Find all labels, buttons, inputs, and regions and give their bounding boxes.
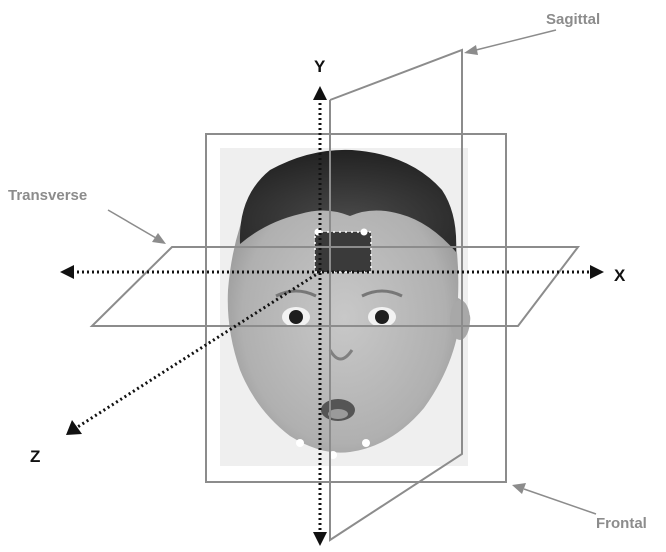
y-axis-arrowhead-negative bbox=[313, 532, 327, 546]
sagittal-label: Sagittal bbox=[546, 11, 600, 28]
sagittal-pointer-arrowhead bbox=[464, 45, 478, 55]
z-axis-label: Z bbox=[30, 447, 40, 466]
frontal-pointer-line bbox=[524, 489, 596, 514]
x-axis-label: X bbox=[614, 266, 626, 285]
transverse-label: Transverse bbox=[8, 187, 87, 204]
frontal-pointer-arrowhead bbox=[512, 483, 526, 494]
right-pupil bbox=[375, 310, 389, 324]
landmark-dot bbox=[296, 439, 304, 447]
y-axis-arrowhead-positive bbox=[313, 86, 327, 100]
landmark-dot bbox=[362, 439, 370, 447]
forehead-sensor bbox=[315, 232, 371, 272]
landmark-dot bbox=[361, 229, 368, 236]
y-axis-label: Y bbox=[314, 57, 326, 76]
z-axis-arrowhead bbox=[66, 420, 82, 435]
transverse-pointer-line bbox=[108, 210, 156, 238]
x-axis-arrowhead-positive bbox=[590, 265, 604, 279]
transverse-pointer-arrowhead bbox=[152, 233, 166, 244]
frontal-label: Frontal bbox=[596, 515, 647, 532]
x-axis-arrowhead-negative bbox=[60, 265, 74, 279]
left-ear bbox=[450, 300, 470, 340]
sagittal-pointer-line bbox=[476, 30, 556, 50]
left-pupil bbox=[289, 310, 303, 324]
